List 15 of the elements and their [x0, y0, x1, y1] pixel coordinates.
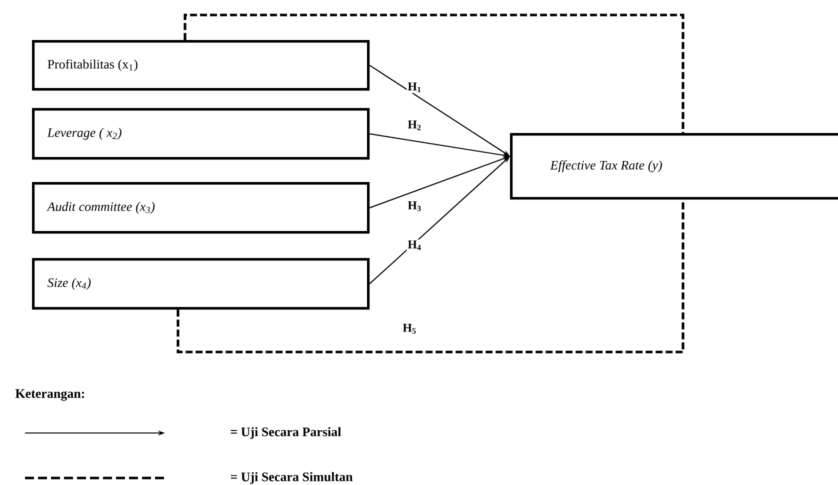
dashed-connector — [184, 14, 684, 133]
dashed-connector — [176, 200, 684, 354]
legend-text: = Uji Secara Simultan — [230, 472, 353, 484]
legend-heading: Keterangan: — [15, 389, 84, 401]
variable-box: Audit committee (x$_{3}$) — [32, 182, 370, 234]
edge-label: H$_{1}$ — [406, 81, 423, 94]
edge-label: H$_{2}$ — [406, 119, 423, 132]
edge-label: H$_{4}$ — [406, 239, 423, 252]
variable-box: Size (x$_{4}$) — [32, 258, 370, 310]
edge-label: H$_{3}$ — [406, 200, 423, 212]
edge-label: H$_{5}$ — [402, 322, 418, 335]
outcome-box: Effective Tax Rate (y) — [510, 133, 838, 200]
variable-box: Profitabilitas (x$_{1}$) — [32, 40, 370, 91]
legend-text: = Uji Secara Parsial — [230, 427, 341, 439]
variable-box: Leverage ( x$_{2}$) — [32, 108, 370, 160]
